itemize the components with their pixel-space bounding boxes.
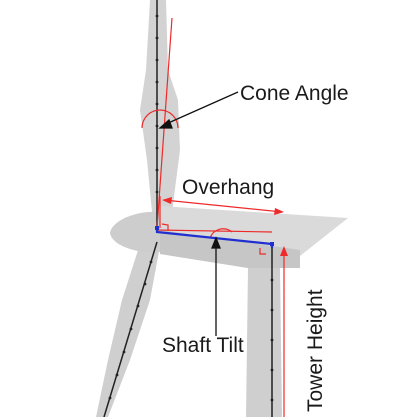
- corner-mark-tower: [259, 248, 266, 255]
- axis-tick-marks: [108, 14, 274, 402]
- overhang-arrow-right: [274, 208, 284, 215]
- shaft-tilt-label: Shaft Tilt: [162, 334, 244, 357]
- overhang-dimension: [163, 199, 283, 213]
- cone-angle-label: Cone Angle: [240, 82, 349, 105]
- corner-mark-hub: [161, 223, 169, 231]
- tower-height-label: Tower Height: [304, 289, 327, 412]
- leader-lines: [158, 91, 239, 336]
- turbine-gray-structure: [96, 0, 348, 417]
- hub: [110, 211, 160, 253]
- lower-blade: [96, 244, 160, 417]
- tower: [246, 268, 282, 417]
- arrowheads: [162, 197, 288, 256]
- overhang-arrow-left: [162, 197, 172, 204]
- dimension-lines: [141, 17, 285, 417]
- tower-height-arrow-top: [280, 246, 288, 256]
- nacelle-side: [160, 230, 300, 268]
- shaft-nodes: [155, 226, 274, 246]
- upper-blade: [140, 0, 180, 212]
- cone-angle-arc: [141, 109, 179, 129]
- overhang-label: Overhang: [182, 176, 274, 199]
- cone-reference-line: [156, 17, 173, 229]
- shaft-tilt-arc: [209, 228, 233, 239]
